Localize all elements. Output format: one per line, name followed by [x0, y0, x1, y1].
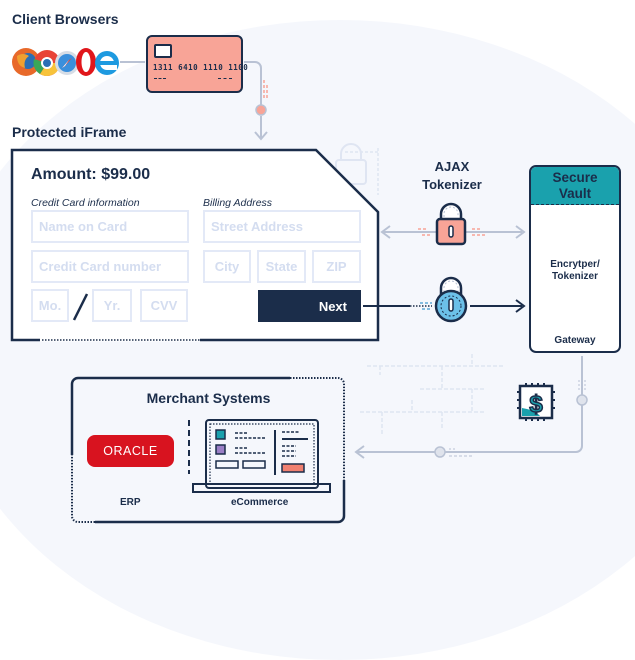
city-input[interactable]: City [203, 250, 251, 283]
encrypter-label-line1: Encrytper/ [550, 259, 600, 270]
date-separator-slash [72, 293, 89, 321]
connector-card-iframe [244, 61, 262, 108]
arrow-left-icon [354, 445, 365, 459]
oracle-logo: ORACLE [87, 435, 174, 467]
internet-explorer-icon [95, 51, 119, 75]
card-number-input[interactable]: Credit Card number [31, 250, 189, 283]
credit-card-icon: 1311 6410 1110 1100 [146, 35, 248, 93]
state-input[interactable]: State [257, 250, 306, 283]
svg-text:$: $ [529, 391, 543, 418]
chrome-icon [33, 50, 61, 77]
brick-wall-bottom [360, 354, 505, 434]
connector-vault-merchant [356, 356, 583, 453]
erp-label: ERP [120, 497, 141, 508]
ajax-tokenizer-title: AJAX Tokenizer [412, 158, 492, 194]
ajax-title-line1: AJAX [434, 159, 470, 174]
brick-wall-top [345, 148, 380, 195]
arrow-right-icon [515, 225, 526, 239]
ecommerce-label: eCommerce [231, 497, 289, 508]
browser-logos [12, 48, 119, 77]
next-button[interactable]: Next [258, 290, 361, 322]
firefox-icon [12, 48, 40, 76]
year-input[interactable]: Yr. [92, 289, 132, 322]
laptop-icon [192, 419, 331, 493]
ajax-title-line2: Tokenizer [422, 177, 482, 192]
lock-icon-ajax [435, 202, 467, 246]
encrypter-label-line2: Tokenizer [552, 271, 598, 282]
card-number: 1311 6410 1110 1100 [153, 63, 249, 72]
dollar-stamp-icon: $ [517, 383, 555, 421]
billing-section-label: Billing Address [203, 197, 273, 209]
arrow-down-icon [254, 131, 268, 141]
connector-node [255, 104, 267, 116]
gateway-label: Gateway [554, 335, 596, 346]
protected-iframe-title: Protected iFrame [12, 124, 127, 140]
card-chip-icon [154, 44, 172, 58]
client-browsers-title: Client Browsers [12, 11, 119, 27]
safari-icon [55, 51, 79, 75]
month-input[interactable]: Mo. [31, 289, 69, 322]
secure-vault-header: Secure Vault [531, 167, 619, 205]
encrypter-label: Encrytper/ Tokenizer [531, 259, 619, 283]
opera-icon [76, 48, 96, 76]
lock-icon-secure [434, 276, 468, 323]
vault-title-line1: Secure [552, 170, 598, 185]
amount-label: Amount: $99.00 [31, 166, 151, 183]
card-section-label: Credit Card information [31, 197, 140, 209]
secure-vault: Secure Vault Encrytper/ Tokenizer Gatewa… [529, 165, 621, 353]
arrow-right-icon [515, 299, 526, 313]
name-on-card-input[interactable]: Name on Card [31, 210, 189, 243]
arrow-left-icon [380, 225, 391, 239]
cvv-input[interactable]: CVV [140, 289, 188, 322]
merchant-systems-title: Merchant Systems [146, 390, 271, 406]
street-address-input[interactable]: Street Address [203, 210, 361, 243]
zip-input[interactable]: ZIP [312, 250, 361, 283]
vault-title-line2: Vault [558, 186, 592, 201]
